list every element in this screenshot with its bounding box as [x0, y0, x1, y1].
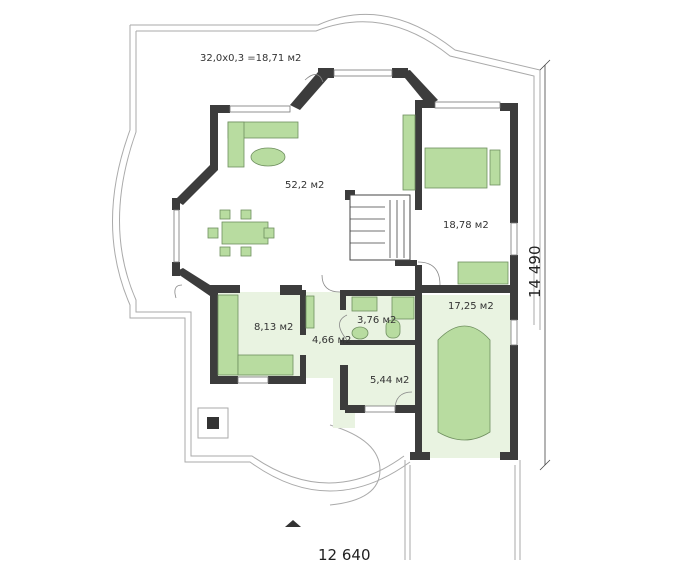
car: [437, 325, 491, 441]
bedroom-area-label: 18,78 м2: [443, 220, 489, 231]
furniture: [207, 114, 509, 441]
entry-floor: [347, 345, 417, 410]
living-area-label: 52,2 м2: [285, 180, 324, 191]
north-arrow-icon: [285, 520, 301, 527]
entry-area-label: 5,44 м2: [370, 375, 409, 386]
kitchen-counter: [217, 294, 239, 376]
coffee-table: [250, 147, 286, 167]
staircase: [349, 194, 411, 261]
walls: [172, 68, 518, 460]
dimension-lines: [539, 59, 551, 471]
doors: [174, 74, 441, 411]
sofa-side: [227, 121, 245, 168]
garage-area-label: 17,25 м2: [448, 301, 494, 312]
terrace-label: 32,0x0,3 =18,71 м2: [200, 53, 301, 64]
terrace-outline: [112, 13, 541, 560]
hall-area-label: 4,66 м2: [312, 335, 351, 346]
windows: [173, 69, 518, 413]
bed: [424, 147, 488, 189]
depth-dimension: 14 490: [526, 246, 544, 299]
bathroom-area-label: 3,76 м2: [357, 315, 396, 326]
column: [207, 417, 219, 429]
wardrobe: [402, 114, 416, 191]
width-dimension: 12 640: [318, 546, 371, 564]
dining-table: [221, 221, 269, 245]
kitchen-area-label: 8,13 м2: [254, 322, 293, 333]
